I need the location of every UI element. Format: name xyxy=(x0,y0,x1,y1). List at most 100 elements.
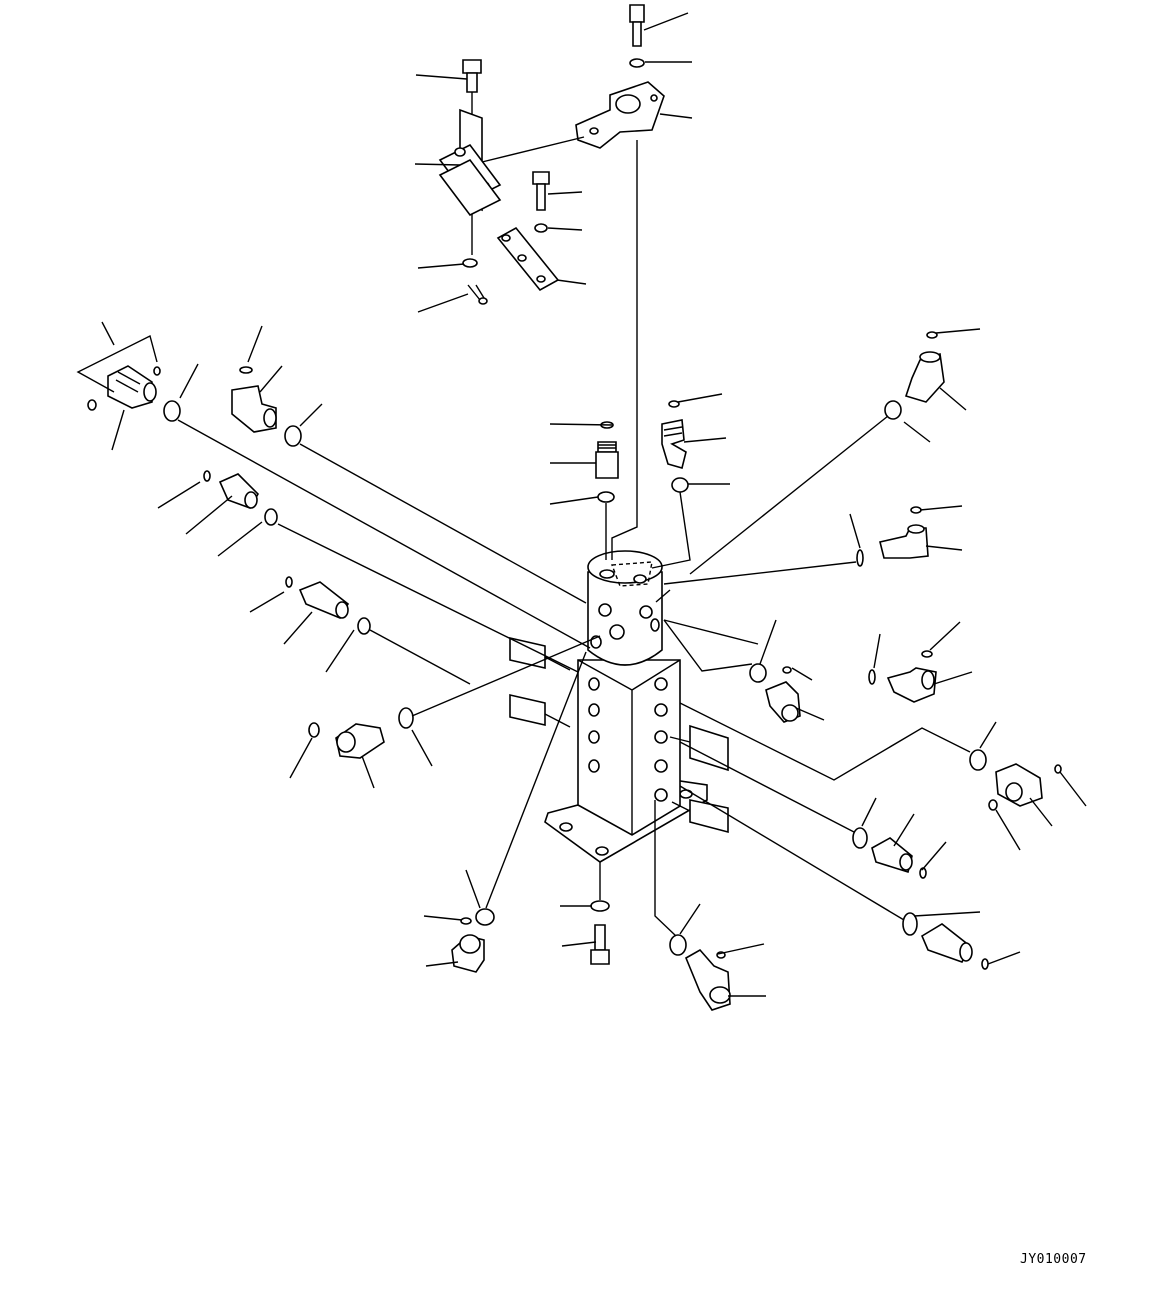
leader-line xyxy=(862,798,1020,964)
tag-plate xyxy=(510,638,545,668)
port-hole xyxy=(589,760,599,772)
leader-line xyxy=(550,424,612,504)
routing-line xyxy=(370,630,470,684)
fitting-thread xyxy=(664,427,682,436)
elbow-fitting xyxy=(880,528,928,558)
o-ring xyxy=(154,367,160,375)
base-plate-hole xyxy=(560,823,572,831)
top-bracket-assembly xyxy=(440,5,664,560)
cotter-pin xyxy=(468,285,484,300)
bolt xyxy=(591,950,609,964)
port-hole xyxy=(655,731,667,743)
routing-line xyxy=(664,562,856,584)
bolt-shank xyxy=(537,184,545,210)
lower-block-edge xyxy=(578,660,680,835)
tag-plate xyxy=(690,800,728,832)
plate-to-bracket-line xyxy=(482,137,584,162)
fitting-end xyxy=(782,705,798,721)
swivel-joint-body xyxy=(545,551,707,862)
straight-fitting xyxy=(598,442,616,452)
o-ring xyxy=(598,492,614,502)
leader-line xyxy=(644,13,692,118)
o-ring xyxy=(970,750,986,770)
o-ring xyxy=(672,478,688,492)
fitting-end xyxy=(336,602,348,618)
leader-line xyxy=(680,904,766,996)
washer xyxy=(630,59,644,67)
routing-line xyxy=(300,444,586,603)
block-port-row xyxy=(589,678,667,801)
leader-line xyxy=(560,906,596,946)
bolt-shank xyxy=(633,22,641,46)
routing-line xyxy=(412,636,600,716)
port-hole xyxy=(655,704,667,716)
cylinder-port xyxy=(640,606,652,618)
fitting-thread xyxy=(116,372,140,392)
leader-line xyxy=(415,75,468,312)
base-plate-hole xyxy=(680,790,692,798)
leader-line xyxy=(656,590,758,644)
link-hole xyxy=(537,276,545,282)
fitting-end xyxy=(460,935,480,953)
bolt-shank xyxy=(595,925,605,950)
left-fittings xyxy=(88,366,413,758)
o-ring xyxy=(88,400,96,410)
fitting-end xyxy=(144,383,156,401)
cylinder-port xyxy=(634,575,646,583)
o-ring xyxy=(164,401,180,421)
bracket-hole xyxy=(616,95,640,113)
bolt xyxy=(533,172,549,184)
routing-line xyxy=(278,524,578,672)
bracket-plate xyxy=(576,82,664,148)
leader-line xyxy=(678,394,730,484)
o-ring xyxy=(869,670,875,684)
o-ring xyxy=(911,507,921,513)
o-ring xyxy=(399,708,413,728)
routing-line xyxy=(178,420,590,648)
cylinder-port xyxy=(610,625,624,639)
o-ring xyxy=(922,651,932,657)
fitting-end xyxy=(908,525,924,533)
o-ring xyxy=(358,618,370,634)
o-ring xyxy=(286,577,292,587)
leader-line xyxy=(250,592,354,672)
fitting-thread xyxy=(598,445,616,448)
right-fittings xyxy=(750,332,1061,969)
fitting-end xyxy=(1006,783,1022,801)
cylinder-port xyxy=(599,604,611,616)
leader-line xyxy=(290,730,432,788)
fitting-end xyxy=(245,492,257,508)
routing-line xyxy=(680,742,854,832)
leader-line xyxy=(548,192,586,284)
cylinder-dashed-port xyxy=(612,562,652,586)
port-hole xyxy=(589,704,599,716)
leader-line xyxy=(78,322,157,450)
routing-line xyxy=(680,703,970,780)
bottom-fittings xyxy=(452,862,730,1010)
lower-block xyxy=(578,660,680,835)
base-plate-hole xyxy=(596,847,608,855)
washer xyxy=(535,224,547,232)
hose-line xyxy=(652,492,690,568)
o-ring xyxy=(853,828,867,848)
o-ring xyxy=(783,667,791,673)
bolt xyxy=(630,5,644,22)
fitting-end xyxy=(922,671,934,689)
leader-line xyxy=(760,620,972,720)
leader-line xyxy=(850,506,962,550)
link-hole xyxy=(518,255,526,261)
washer xyxy=(591,901,609,911)
tag-link xyxy=(545,657,690,811)
o-ring xyxy=(461,918,471,924)
leader-line xyxy=(180,326,322,426)
leader-lines xyxy=(78,13,1086,996)
center-fittings xyxy=(596,401,690,568)
o-ring xyxy=(989,800,997,810)
o-ring xyxy=(476,909,494,925)
port-hole xyxy=(655,678,667,690)
o-ring xyxy=(285,426,301,446)
routing-lines xyxy=(178,416,970,936)
port-hole xyxy=(589,731,599,743)
elbow-fitting xyxy=(662,420,686,468)
